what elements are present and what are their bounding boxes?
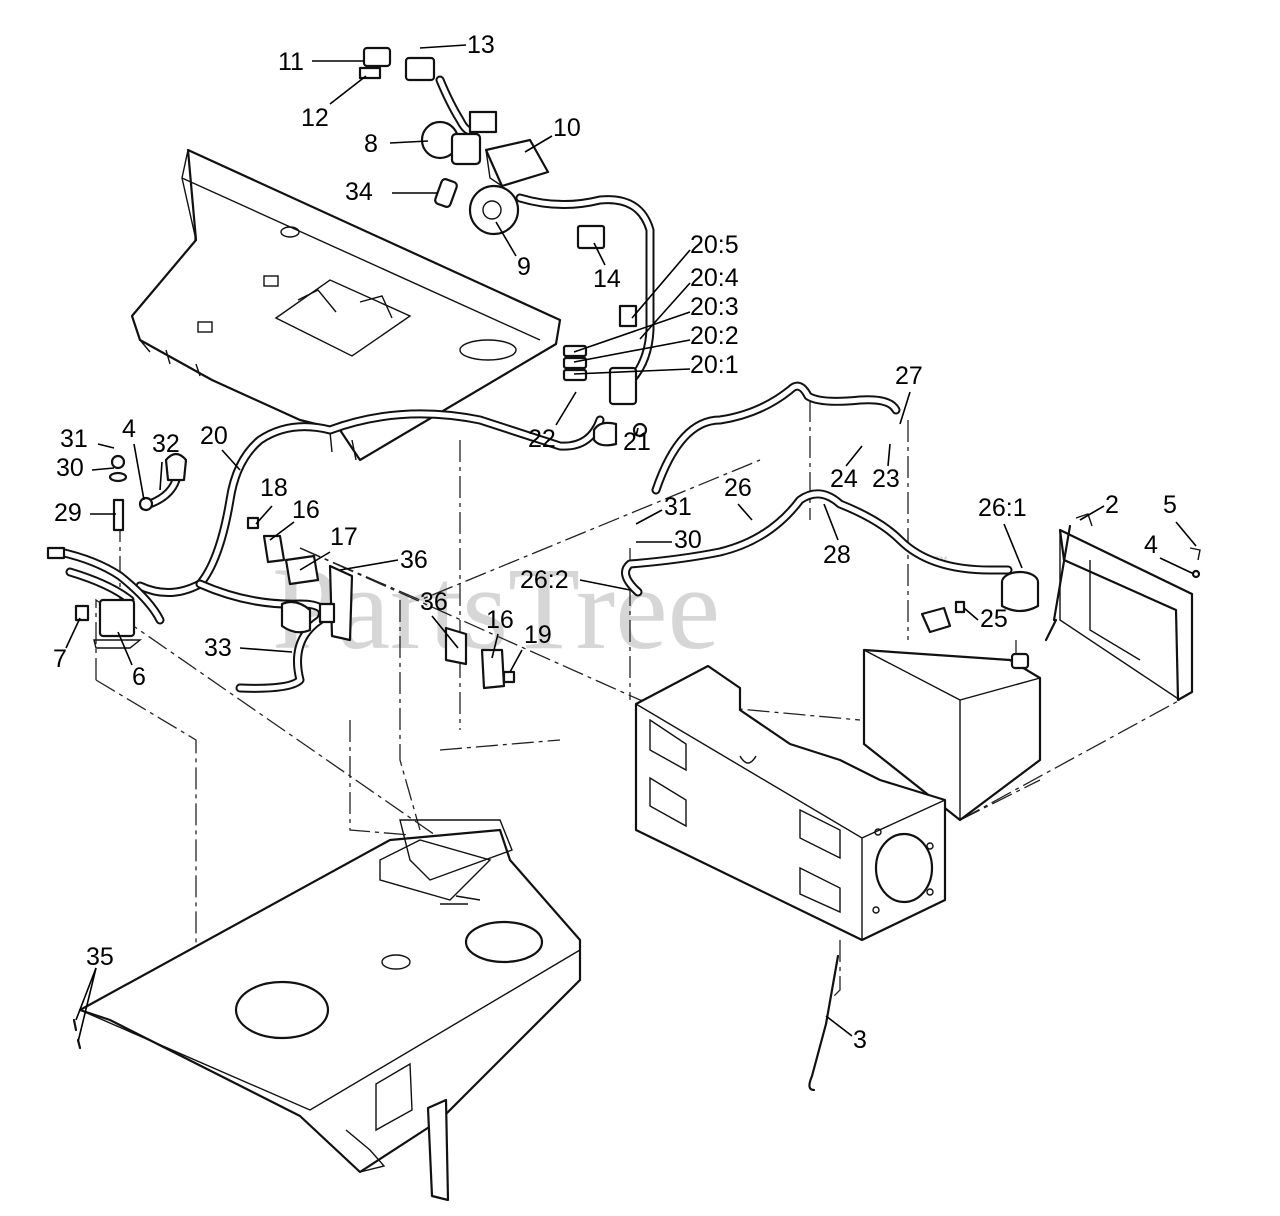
callout-label: 21 [623, 428, 651, 456]
callout-label: 18 [260, 474, 288, 502]
frame-tower [634, 664, 947, 942]
callout-label: 3 [853, 1026, 867, 1054]
callout-label: 6 [132, 663, 146, 691]
leader-line [573, 339, 691, 363]
leader-line [1003, 523, 1023, 569]
callout-label: 5 [1163, 491, 1177, 519]
leader-line [97, 443, 115, 449]
callout-label: 36 [420, 588, 448, 616]
callout-label: 16 [292, 496, 320, 524]
callout-label: 27 [895, 362, 923, 390]
callout-label: 33 [204, 634, 232, 662]
callout-label: 14 [593, 265, 621, 293]
leader-line [963, 607, 979, 621]
callout-label: 16 [486, 606, 514, 634]
leader-line [887, 443, 891, 467]
leader-line [899, 391, 911, 425]
callout-label: 31 [664, 493, 692, 521]
callout-label: 22 [528, 425, 556, 453]
callout-label: 9 [517, 253, 531, 281]
leader-line [639, 282, 691, 340]
leader-line [133, 443, 145, 501]
leader-line [737, 503, 753, 521]
leader-line [329, 75, 367, 105]
leader-line [491, 633, 499, 659]
callout-label: 12 [301, 104, 329, 132]
callout-label: 10 [553, 114, 581, 142]
leader-line [75, 967, 97, 1021]
leader-line [339, 559, 399, 571]
leader-line [77, 967, 97, 1043]
leader-line [91, 467, 115, 471]
callout-label: 20:4 [690, 264, 739, 292]
battery-cables [621, 381, 1013, 597]
callout-label: 24 [830, 465, 858, 493]
callout-label: 4 [1144, 531, 1158, 559]
lower-chassis [72, 819, 582, 1202]
leader-line [1175, 521, 1197, 547]
dash-panel [130, 148, 562, 462]
callout-label: 25 [980, 605, 1008, 633]
leader-line [823, 503, 839, 541]
leader-line [419, 44, 467, 49]
callout-label: 8 [364, 130, 378, 158]
battery-assembly [862, 513, 1201, 822]
callout-label: 19 [524, 621, 552, 649]
leader-line [239, 647, 293, 653]
callout-label: 2 [1105, 491, 1119, 519]
leader-line [221, 449, 241, 471]
callout-label: 26:2 [520, 566, 569, 594]
leader-line [495, 221, 517, 257]
callout-label: 7 [53, 645, 67, 673]
leader-line [631, 249, 691, 319]
callout-label: 29 [54, 499, 82, 527]
leader-line [255, 505, 273, 525]
leader-line [159, 461, 163, 491]
leader-line [389, 140, 429, 144]
callout-label: 31 [60, 425, 88, 453]
callout-label: 20 [200, 422, 228, 450]
callout-label: 20:5 [690, 231, 739, 259]
callout-label: 20:2 [690, 322, 739, 350]
callout-label: 35 [86, 943, 114, 971]
callout-label: 20:3 [690, 293, 739, 321]
leader-line [1079, 505, 1105, 521]
leader-line [299, 551, 331, 571]
callout-label: 17 [330, 523, 358, 551]
callout-label: 34 [345, 178, 373, 206]
callout-label: 11 [278, 48, 304, 76]
callout-label: 13 [467, 31, 495, 59]
leader-line [635, 509, 663, 525]
callout-label: 26:1 [978, 494, 1027, 522]
leader-line [845, 445, 863, 467]
leader-line [555, 391, 577, 426]
leader-line [117, 631, 133, 666]
leader-line [573, 311, 691, 353]
callout-label: 36 [400, 546, 428, 574]
leader-line [65, 617, 81, 649]
leader-line [1159, 557, 1195, 575]
callout-label: 20:1 [690, 351, 739, 379]
leader-line [825, 1015, 853, 1037]
callout-label: 30 [56, 454, 84, 482]
callout-label: 30 [674, 526, 702, 554]
callout-label: 4 [122, 415, 136, 443]
leader-line [635, 427, 639, 437]
leader-line [509, 649, 523, 673]
leader-line [573, 368, 691, 375]
callout-label: 26 [724, 474, 752, 502]
leader-line [269, 521, 295, 541]
left-components [46, 452, 188, 649]
leader-line [431, 615, 459, 649]
leader-line [593, 242, 606, 266]
callout-label: 23 [872, 465, 900, 493]
leader-line [579, 579, 631, 591]
support-rod [808, 954, 840, 1092]
callout-label: 32 [152, 430, 180, 458]
top-components [358, 46, 648, 447]
leader-line [524, 135, 553, 153]
callout-label: 28 [823, 541, 851, 569]
